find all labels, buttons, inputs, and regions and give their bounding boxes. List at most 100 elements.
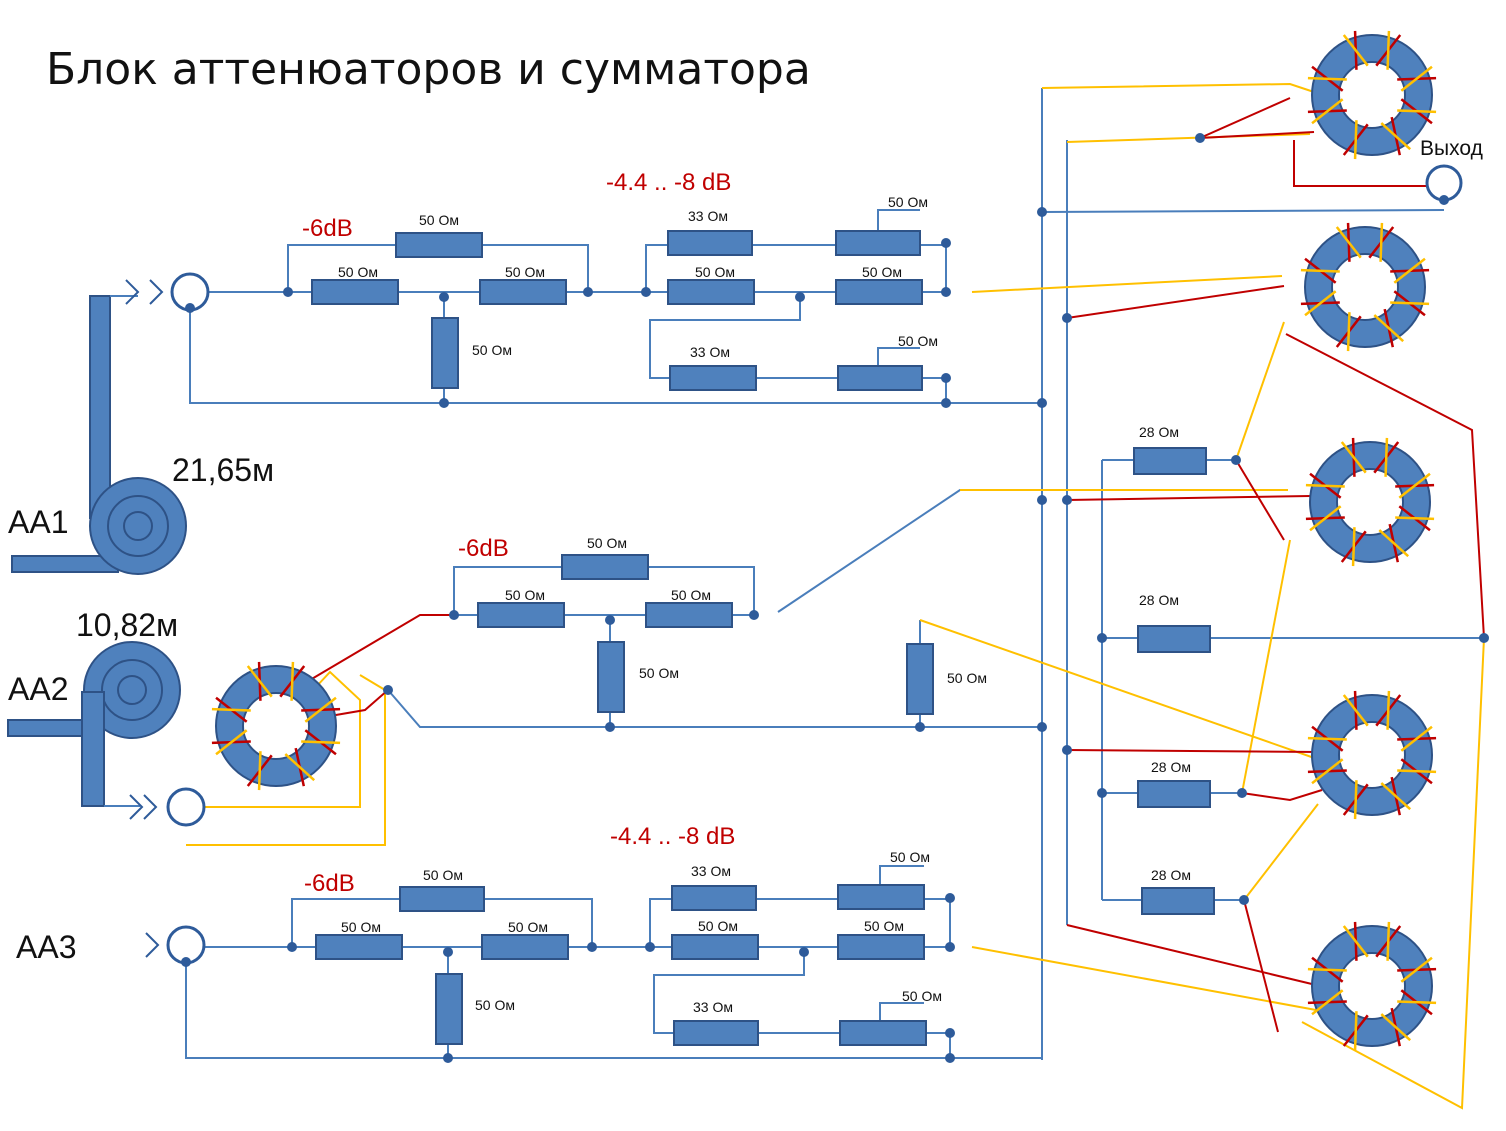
resistor-label: 50 Ом [898, 333, 938, 349]
wire-blue [649, 297, 801, 379]
wire-blue [387, 689, 1042, 728]
resistor-label: 28 Ом [1139, 424, 1179, 440]
resistor-icon [673, 1020, 759, 1046]
junction-dot [443, 1053, 453, 1063]
junction-dot [287, 942, 297, 952]
wire-blue [879, 865, 924, 887]
resistor-icon [837, 365, 923, 391]
wire-blue [877, 209, 920, 233]
wire-red [329, 689, 389, 717]
junction-dot [181, 957, 191, 967]
junction-dot [1062, 745, 1072, 755]
resistor-label: 50 Ом [505, 587, 545, 603]
resistor-label: 50 Ом [587, 535, 627, 551]
resistor-icon [481, 934, 569, 960]
resistor-label: 50 Ом [902, 988, 942, 1004]
wire-yellow [186, 674, 386, 846]
wire-yellow [971, 275, 1283, 293]
resistor-icon [669, 365, 757, 391]
wire-yellow [186, 670, 361, 808]
resistor-icon [837, 934, 925, 960]
chevron-icon [129, 794, 144, 820]
resistor-icon [835, 279, 923, 305]
resistor-label: 50 Ом [862, 264, 902, 280]
resistor-label: 33 Ом [688, 208, 728, 224]
resistor-icon [1137, 780, 1211, 808]
chevron-icon [145, 932, 160, 958]
junction-dot [1239, 895, 1249, 905]
wire-red [1293, 140, 1432, 187]
wire-blue [646, 566, 755, 615]
wire-yellow [1241, 539, 1291, 794]
resistor-icon [1141, 887, 1215, 915]
junction-dot [383, 685, 393, 695]
junction-dot [1439, 195, 1449, 205]
wire-blue [653, 952, 805, 1034]
junction-dot [1037, 722, 1047, 732]
wire-yellow [1066, 133, 1311, 143]
attenuation-label: -6dB [458, 535, 509, 562]
antenna-label-aa3: АА3 [16, 929, 76, 965]
junction-dot [945, 893, 955, 903]
junction-dot [1062, 313, 1072, 323]
antenna-coil-icon [11, 295, 187, 575]
resistor-icon [906, 643, 934, 715]
coax-connector-icon [1425, 164, 1463, 202]
junction-dot [645, 942, 655, 952]
junction-dot [941, 287, 951, 297]
junction-dot [605, 615, 615, 625]
ferrite-toroid-icon [1307, 30, 1437, 160]
resistor-label: 28 Ом [1151, 867, 1191, 883]
resistor-label: 50 Ом [472, 342, 512, 358]
resistor-label: 50 Ом [888, 194, 928, 210]
chevron-icon [125, 279, 140, 305]
resistor-label: 50 Ом [864, 918, 904, 934]
resistor-icon [667, 230, 753, 256]
junction-dot [1097, 788, 1107, 798]
junction-dot [1037, 495, 1047, 505]
resistor-icon [435, 973, 463, 1045]
page-title: Блок аттенюаторов и сумматора [46, 44, 811, 95]
wire-blue [482, 244, 589, 292]
junction-dot [945, 1028, 955, 1038]
wire-red [1066, 285, 1285, 319]
wire-blue [879, 1002, 924, 1022]
resistor-icon [399, 886, 485, 912]
wire-red [1241, 789, 1323, 802]
junction-dot [1231, 455, 1241, 465]
wire-yellow [1243, 803, 1319, 901]
resistor-icon [395, 232, 483, 258]
resistor-label: 50 Ом [505, 264, 545, 280]
ferrite-toroid-icon [211, 661, 341, 791]
resistor-label: 50 Ом [475, 997, 515, 1013]
attenuation-label: -4.4 .. -8 dB [606, 169, 731, 196]
resistor-icon [477, 602, 565, 628]
resistor-label: 33 Ом [693, 999, 733, 1015]
wire-blue [920, 244, 947, 292]
ferrite-toroid-icon [1307, 921, 1437, 1051]
junction-dot [587, 942, 597, 952]
junction-dot [799, 947, 809, 957]
chevron-icon [149, 279, 164, 305]
junction-dot [185, 303, 195, 313]
resistor-label: 50 Ом [890, 849, 930, 865]
wire-blue [453, 566, 562, 615]
junction-dot [915, 722, 925, 732]
resistor-label: 50 Ом [671, 587, 711, 603]
attenuation-label: -6dB [302, 215, 353, 242]
wire-blue [287, 244, 396, 292]
resistor-icon [839, 1020, 927, 1046]
junction-dot [1037, 207, 1047, 217]
resistor-icon [671, 885, 757, 911]
wire-blue [645, 244, 668, 292]
junction-dot [605, 722, 615, 732]
resistor-label: 50 Ом [508, 919, 548, 935]
antenna-length-aa2: 10,82м [76, 607, 178, 643]
junction-dot [439, 398, 449, 408]
resistor-label: 50 Ом [419, 212, 459, 228]
resistor-label: 50 Ом [695, 264, 735, 280]
ferrite-toroid-icon [1300, 222, 1430, 352]
wire-blue [185, 962, 1042, 1059]
wire-blue [1041, 209, 1445, 213]
